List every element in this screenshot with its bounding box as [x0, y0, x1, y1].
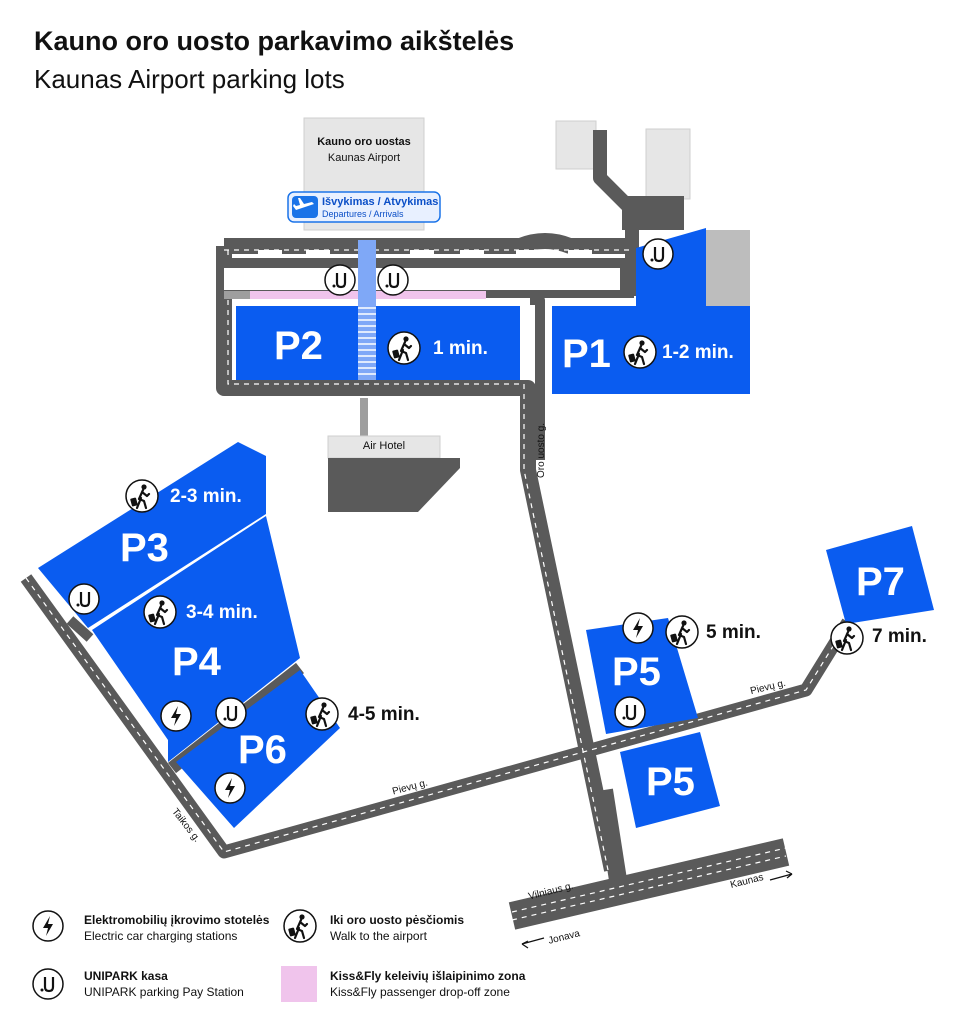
walk-icon [829, 620, 865, 656]
unipark-icon [31, 967, 65, 1001]
parking-p7 [826, 526, 934, 624]
departures-label-en: Departures / Arrivals [322, 209, 404, 219]
bolt-icon [32, 910, 64, 942]
parking-label-p5-north: P5 [612, 650, 661, 694]
terminal-loop-road [224, 233, 632, 254]
map-title-lt: Kauno oro uosto parkavimo aikštelės [34, 26, 515, 56]
vilniaus-road [508, 838, 790, 930]
unipark-icon [641, 237, 675, 271]
building-block [555, 120, 597, 170]
bolt-icon [214, 772, 246, 804]
legend-unipark-en: UNIPARK parking Pay Station [84, 985, 244, 999]
walk-icon [304, 696, 340, 732]
terminal-name-lt: Kauno oro uostas [317, 136, 411, 148]
hotel-building [328, 458, 460, 512]
unipark-icon [613, 695, 647, 729]
street-oro-uosto: Oro uosto g. [536, 422, 547, 478]
map-title-en: Kaunas Airport parking lots [34, 64, 345, 94]
parking-label-p2: P2 [274, 324, 323, 368]
parking-label-p5-south: P5 [646, 760, 695, 804]
legend-walk-lt: Iki oro uosto pėsčiomis [330, 913, 465, 927]
unipark-icon [67, 582, 101, 616]
parking-label-p7: P7 [856, 560, 905, 604]
bolt-icon [622, 612, 654, 644]
bolt-icon [160, 700, 192, 732]
terminal-name-en: Kaunas Airport [327, 152, 401, 164]
building-block [706, 230, 750, 308]
unipark-icon [376, 263, 410, 297]
parking-label-p1: P1 [562, 332, 611, 376]
walk-time-p4: 3-4 min. [186, 602, 258, 623]
parking-label-p4: P4 [172, 640, 221, 684]
building-block [645, 128, 691, 200]
unipark-icon [214, 696, 248, 730]
walk-icon [142, 594, 178, 630]
parking-p5-north [586, 618, 698, 734]
parking-label-p6: P6 [238, 728, 287, 772]
legend-charging-en: Electric car charging stations [84, 929, 238, 943]
walk-time-p1: 1-2 min. [662, 342, 734, 363]
legend-kissfly-lt: Kiss&Fly keleivių išlaipinimo zona [330, 969, 526, 983]
legend-charging: Elektromobilių įkrovimo stotelės Electri… [84, 912, 269, 944]
walk-time-p2: 1 min. [433, 338, 488, 359]
oro-uosto-road [216, 246, 620, 872]
legend-kissfly-en: Kiss&Fly passenger drop-off zone [330, 985, 510, 999]
hotel-label: Air Hotel [362, 440, 406, 452]
legend-kissfly: Kiss&Fly keleivių išlaipinimo zona Kiss&… [330, 968, 525, 1000]
walk-time-p7: 7 min. [872, 626, 927, 647]
legend-charging-lt: Elektromobilių įkrovimo stotelės [84, 913, 270, 927]
legend-walk: Iki oro uosto pėsčiomis Walk to the airp… [330, 912, 464, 944]
departures-label-lt: Išvykimas / Atvykimas [322, 196, 439, 208]
walk-icon [282, 908, 318, 944]
parking-p2 [236, 306, 520, 380]
walk-time-p5: 5 min. [706, 622, 761, 643]
unipark-icon [323, 263, 357, 297]
parking-p3 [38, 442, 266, 628]
walk-time-p3: 2-3 min. [170, 486, 242, 507]
kissfly-swatch [281, 966, 317, 1002]
legend-unipark: UNIPARK kasa UNIPARK parking Pay Station [84, 968, 244, 1000]
walk-icon [664, 614, 700, 650]
legend-walk-en: Walk to the airport [330, 929, 427, 943]
parking-p1 [552, 228, 750, 394]
parking-label-p3: P3 [120, 526, 169, 570]
walk-icon [386, 330, 422, 366]
walk-icon [622, 334, 658, 370]
parking-p4 [92, 516, 300, 762]
walk-icon [124, 478, 160, 514]
legend-unipark-lt: UNIPARK kasa [84, 969, 168, 983]
parking-p5-south [620, 732, 720, 828]
walk-time-p6: 4-5 min. [348, 704, 420, 725]
